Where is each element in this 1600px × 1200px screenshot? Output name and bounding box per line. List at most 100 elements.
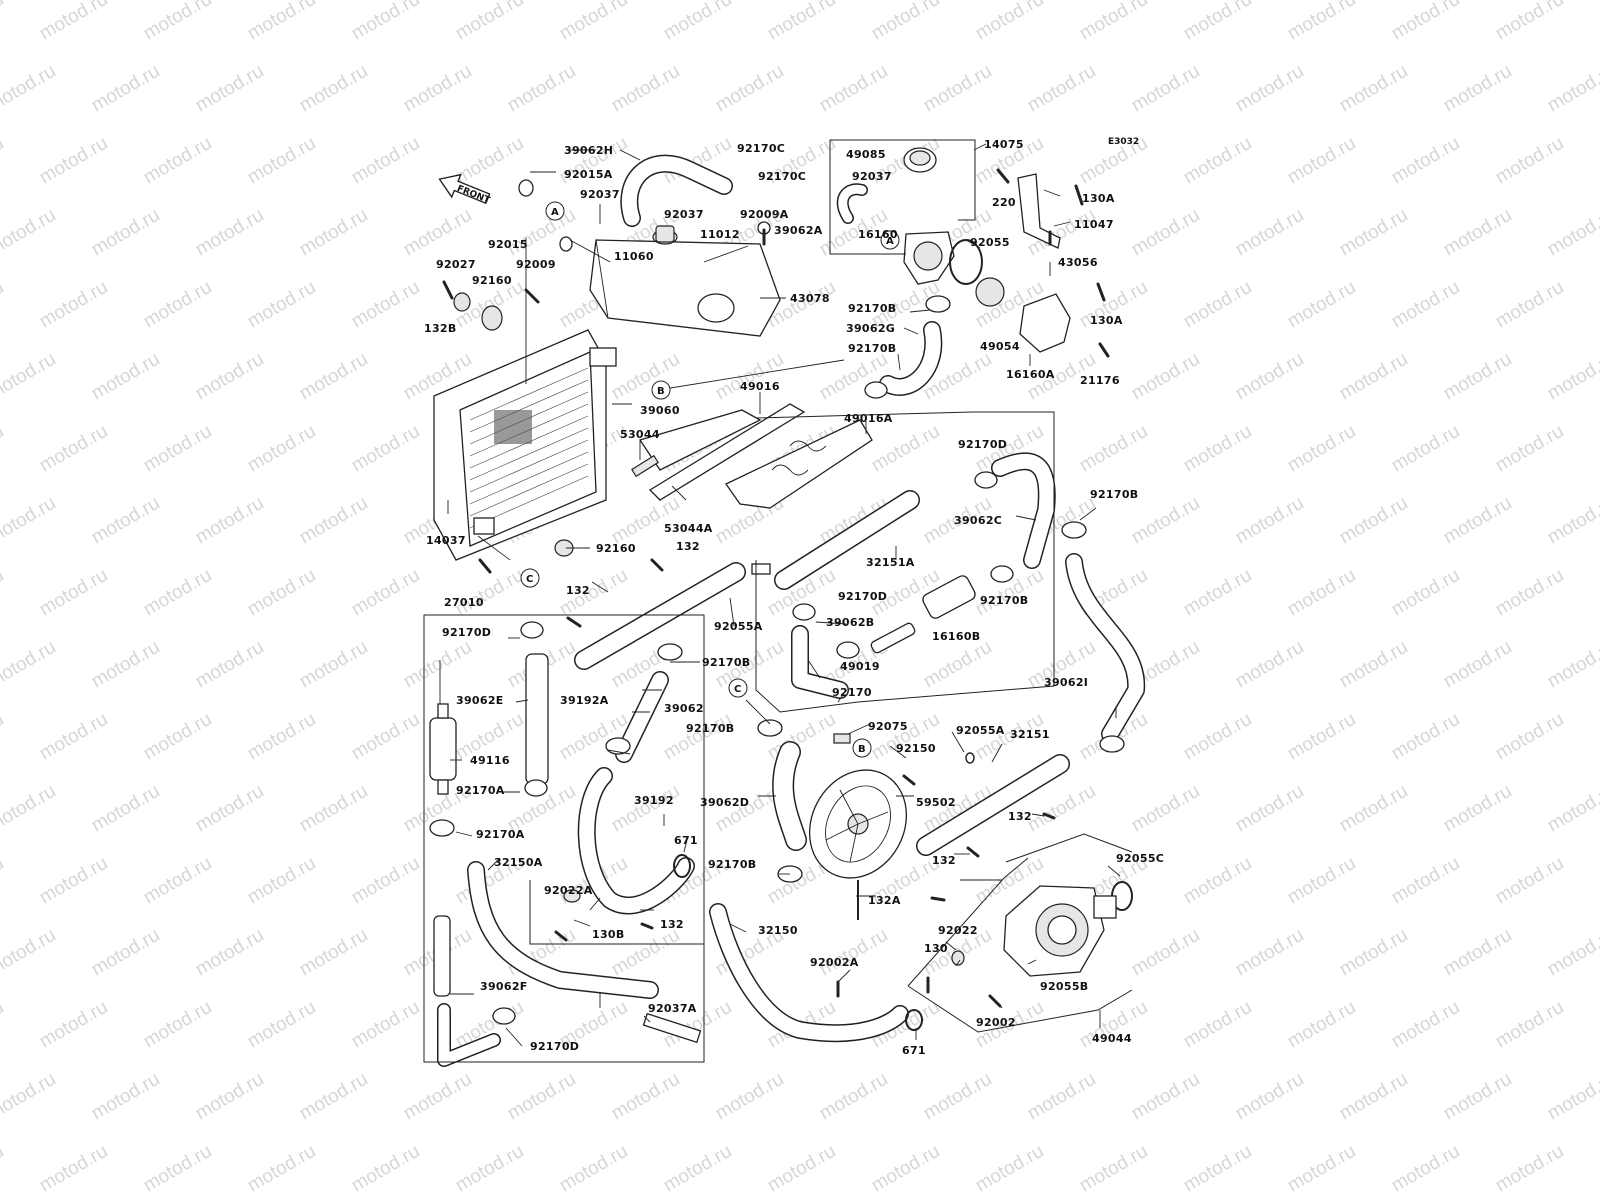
filler-cap-drawing xyxy=(903,147,955,285)
pipe-32151A-drawing xyxy=(774,490,920,590)
part-label: 49054 xyxy=(980,340,1020,353)
part-label: 39192A xyxy=(560,694,609,707)
part-label: 92002A xyxy=(810,956,859,969)
part-label: 39062 xyxy=(664,702,704,715)
part-label: 132A xyxy=(868,894,901,907)
cap-11012-drawing xyxy=(655,225,675,243)
part-label: 132 xyxy=(932,854,956,867)
svg-text:C: C xyxy=(526,574,533,585)
svg-text:B: B xyxy=(657,386,665,397)
part-label: 130 xyxy=(924,942,948,955)
part-label: 21176 xyxy=(1080,374,1120,387)
part-label: 92170A xyxy=(456,784,505,797)
part-label: 39062H xyxy=(564,144,613,157)
clamps-and-fasteners xyxy=(429,168,1125,1031)
part-label: 92170D xyxy=(958,438,1007,451)
part-label: 132 xyxy=(566,584,590,597)
part-label: 92170D xyxy=(530,1040,579,1053)
part-label: 92055C xyxy=(1116,852,1164,865)
part-label: 130A xyxy=(1090,314,1123,327)
part-label: 92160 xyxy=(472,274,512,287)
part-label: 92037 xyxy=(580,188,620,201)
part-label: 130A xyxy=(1082,192,1115,205)
part-label: 132 xyxy=(1008,810,1032,823)
part-label: 16160A xyxy=(1006,368,1055,381)
part-label: 92015A xyxy=(564,168,613,181)
part-label: 49116 xyxy=(470,754,510,767)
part-label: 39062G xyxy=(846,322,895,335)
part-label: 671 xyxy=(674,834,698,847)
part-label: 92170D xyxy=(442,626,491,639)
part-label: 92075 xyxy=(868,720,908,733)
part-label: 49044 xyxy=(1092,1032,1132,1045)
part-label: 92170B xyxy=(686,722,734,735)
leader-lines xyxy=(439,143,1121,1047)
part-label: 32151A xyxy=(866,556,915,569)
part-label: 92037A xyxy=(648,1002,697,1015)
part-label: 49085 xyxy=(846,148,886,161)
part-label: 92022 xyxy=(938,924,978,937)
svg-text:A: A xyxy=(551,207,559,218)
part-label: 39062A xyxy=(774,224,823,237)
part-label: 16160 xyxy=(858,228,898,241)
part-label: 92170B xyxy=(848,302,896,315)
group-boxes xyxy=(423,139,1133,1063)
thermostat-housing-drawing xyxy=(949,239,1071,353)
part-label: 39062B xyxy=(826,616,874,629)
part-label: 220 xyxy=(992,196,1016,209)
seal-plates-drawing xyxy=(631,403,873,509)
part-label: 39062F xyxy=(480,980,528,993)
part-label: 43056 xyxy=(1058,256,1098,269)
part-label: 92055 xyxy=(970,236,1010,249)
part-label: 59502 xyxy=(916,796,956,809)
radiator-drawing xyxy=(433,329,617,561)
svg-text:A: A xyxy=(886,236,894,247)
part-label: 14075 xyxy=(984,138,1024,151)
part-label: 92170B xyxy=(702,656,750,669)
part-label: 53044A xyxy=(664,522,713,535)
part-label: 92170 xyxy=(832,686,872,699)
strap-92037A-drawing xyxy=(642,1012,702,1044)
part-label: 11060 xyxy=(614,250,654,263)
callout-c-pipe: C xyxy=(728,678,748,698)
svg-text:B: B xyxy=(858,744,866,755)
callout-c-radiator: C xyxy=(520,568,540,588)
callout-a-top: A xyxy=(545,201,565,221)
part-label: 32150 xyxy=(758,924,798,937)
part-label: 92055A xyxy=(714,620,763,633)
pipe-39192A-drawing xyxy=(574,562,746,670)
callout-a-cap: A xyxy=(880,230,900,250)
callout-markers: A A B B C C xyxy=(520,201,900,758)
svg-text:C: C xyxy=(734,684,741,695)
callout-b-radiator: B xyxy=(651,380,671,400)
part-label: 92170B xyxy=(708,858,756,871)
part-label: 14037 xyxy=(426,534,466,547)
part-label: 92150 xyxy=(896,742,936,755)
part-label: 92055A xyxy=(956,724,1005,737)
hose-39062F-drawing xyxy=(433,915,501,1067)
part-label: 132 xyxy=(676,540,700,553)
part-label: 92037 xyxy=(664,208,704,221)
part-label: 32151 xyxy=(1010,728,1050,741)
part-label: 49019 xyxy=(840,660,880,673)
fan-59502-drawing xyxy=(808,769,908,920)
reservoir-tank-drawing xyxy=(589,229,781,337)
part-label: 92022A xyxy=(544,884,593,897)
part-label: 92170B xyxy=(1090,488,1138,501)
part-label: 16160B xyxy=(932,630,980,643)
part-label: 43078 xyxy=(790,292,830,305)
part-label: 92170B xyxy=(980,594,1028,607)
part-label: 92170D xyxy=(838,590,887,603)
part-drawings: FRONT xyxy=(423,137,1146,1067)
part-label: 92170A xyxy=(476,828,525,841)
part-label: 130B xyxy=(592,928,625,941)
filter-49116-drawing xyxy=(429,703,457,795)
part-label: 39062D xyxy=(700,796,749,809)
part-labels: 39062H 92170C 92170C 92015A 92037 92037 … xyxy=(424,138,1164,1057)
part-label: 92160 xyxy=(596,542,636,555)
part-label: 49016 xyxy=(740,380,780,393)
part-label: 92037 xyxy=(852,170,892,183)
part-label: 92027 xyxy=(436,258,476,271)
part-label: 39060 xyxy=(640,404,680,417)
